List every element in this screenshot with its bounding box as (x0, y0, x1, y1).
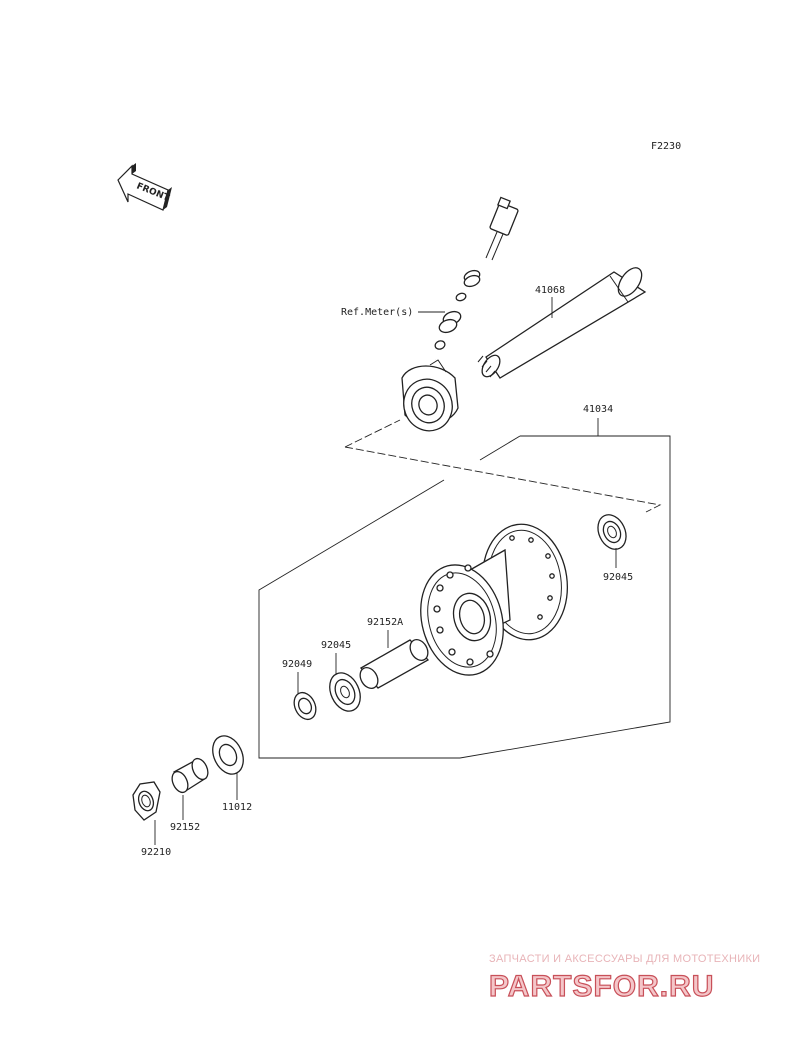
diagram-code: F2230 (651, 141, 681, 152)
front-arrow-icon: FRONT (117, 163, 172, 211)
collar-plate (212, 735, 244, 775)
collar (171, 757, 209, 794)
label-collar-plate: 11012 (222, 802, 252, 813)
label-nut: 92210 (141, 847, 171, 858)
label-collar: 92152 (170, 822, 200, 833)
watermark-tagline: ЗАПЧАСТИ И АКСЕССУАРЫ ДЛЯ МОТОТЕХНИКИ (489, 953, 760, 965)
oil-seal (293, 691, 317, 721)
bearing-left (329, 672, 361, 712)
label-bearing-right: 92045 (603, 572, 633, 583)
label-axle: 41068 (535, 285, 565, 296)
label-speedo: Ref.Meter(s) (341, 307, 413, 318)
speedometer-sensor (401, 196, 519, 432)
label-hub: 41034 (583, 404, 613, 415)
label-bearing-left: 92045 (321, 640, 351, 651)
spacer-tube (359, 639, 430, 689)
wheel-hub (420, 523, 569, 676)
label-seal: 92049 (282, 659, 312, 670)
watermark-logo: PARTSFOR.RU (489, 970, 714, 1003)
label-spacer: 92152A (367, 617, 403, 628)
axle (477, 267, 647, 379)
axle-nut (132, 781, 161, 821)
bearing-right (597, 514, 627, 550)
